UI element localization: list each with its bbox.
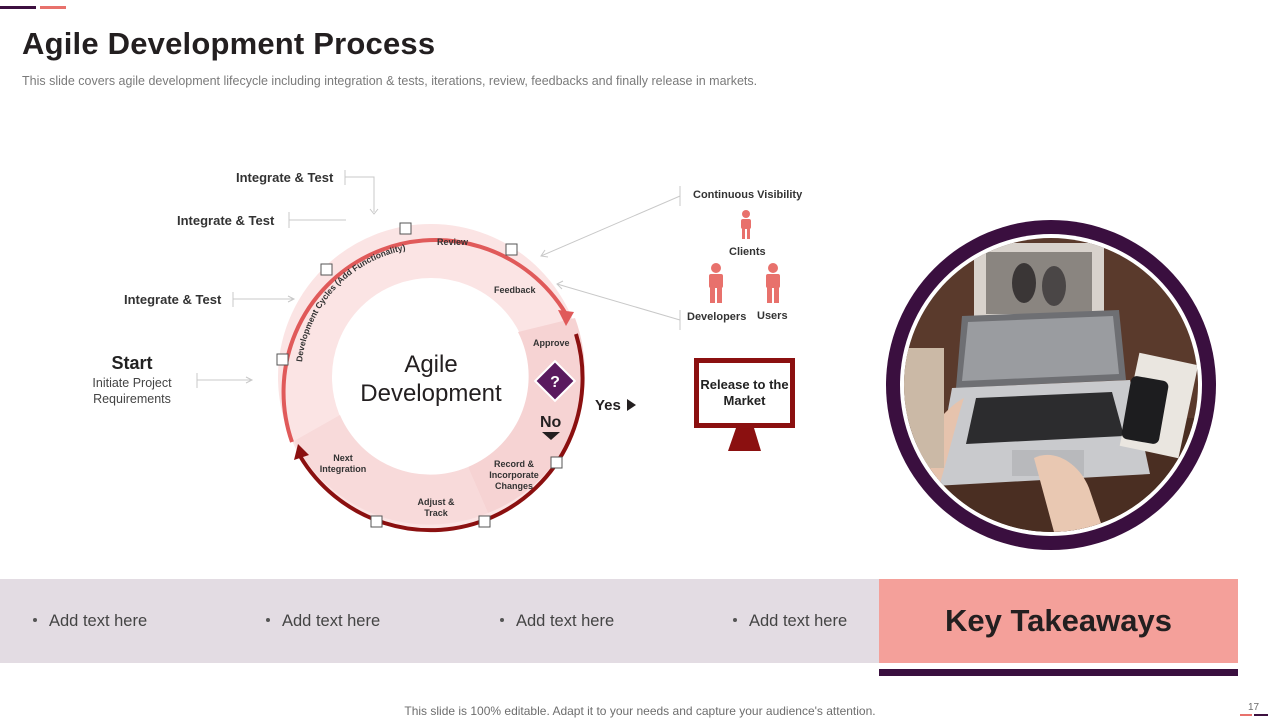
bullet-dot-icon: [33, 617, 37, 622]
laptop-photo-illustration: [904, 238, 1198, 532]
visibility-connectors: [540, 186, 681, 330]
takeaway-item-4: Add text here: [733, 612, 847, 631]
start-text: Initiate Project Requirements: [92, 376, 172, 406]
key-takeaways-underline: [879, 669, 1238, 676]
no-down-arrow-icon: [542, 432, 560, 440]
stage-feedback: Feedback: [494, 285, 536, 295]
integrate-connectors: [196, 170, 379, 388]
integrate-test-label-1: Integrate & Test: [236, 170, 334, 185]
photo-frame: [886, 220, 1216, 550]
clients-label: Clients: [729, 246, 766, 258]
ring-arrow-head-bottom: [294, 444, 309, 460]
stage-next-integration: Next Integration: [319, 453, 367, 474]
page-number-accent-purple: [1254, 714, 1268, 716]
developers-label: Developers: [687, 311, 747, 323]
ring-inner: [335, 281, 527, 473]
integrate-test-label-3: Integrate & Test: [124, 292, 222, 307]
ring-arc-bottom: [298, 333, 585, 533]
person-icon-developers: [709, 263, 723, 303]
release-to-market-box: Release to the Market: [694, 358, 795, 428]
yes-right-arrow-icon: [627, 399, 636, 411]
center-label: Agile Development: [360, 351, 502, 407]
takeaway-item-1: Add text here: [33, 612, 147, 631]
yes-label: Yes: [595, 397, 621, 414]
ring-shade-bottom: [294, 415, 488, 525]
svg-text:?: ?: [550, 374, 560, 391]
page-subtitle: This slide covers agile development life…: [22, 74, 758, 88]
stage-approve: Approve: [533, 338, 570, 348]
ring-arrow-head-top: [558, 310, 574, 326]
top-accent-dark: [0, 6, 36, 9]
ring-nodes: [276, 222, 563, 528]
laptop-photo: [904, 238, 1198, 532]
decision-icon: ?: [533, 359, 577, 403]
no-label: No: [540, 414, 562, 431]
photo-ring: [900, 234, 1202, 536]
person-icon-users: [766, 263, 780, 303]
takeaway-text-4: Add text here: [749, 612, 848, 630]
monitor-stand: [728, 428, 761, 451]
stage-review: Review: [437, 237, 469, 247]
ring-arc-top: [281, 238, 568, 443]
bullet-dot-icon: [733, 617, 737, 622]
takeaway-item-2: Add text here: [266, 612, 380, 631]
stage-adjust: Adjust & Track: [417, 497, 455, 518]
release-label: Release to the Market: [700, 377, 789, 408]
person-icon-clients: [741, 210, 751, 239]
bullet-dot-icon: [266, 617, 270, 622]
users-label: Users: [757, 310, 788, 322]
takeaway-text-2: Add text here: [282, 612, 381, 630]
page-number: 17: [1248, 702, 1260, 713]
continuous-visibility-label: Continuous Visibility: [693, 189, 803, 201]
start-heading: Start: [111, 353, 153, 373]
takeaway-text-3: Add text here: [516, 612, 615, 630]
top-accent-light: [40, 6, 66, 9]
page-title: Agile Development Process: [22, 26, 436, 61]
key-takeaways-box: Key Takeaways: [879, 579, 1238, 663]
integrate-test-label-2: Integrate & Test: [177, 213, 275, 228]
footer-note: This slide is 100% editable. Adapt it to…: [404, 704, 876, 718]
bullet-dot-icon: [500, 617, 504, 622]
takeaway-item-3: Add text here: [500, 612, 614, 631]
stage-record: Record & Incorporate Changes: [489, 459, 539, 491]
takeaways-band: [0, 579, 879, 663]
key-takeaways-heading: Key Takeaways: [945, 603, 1172, 638]
takeaway-text-1: Add text here: [49, 612, 148, 630]
page-number-accent-coral: [1240, 714, 1252, 716]
